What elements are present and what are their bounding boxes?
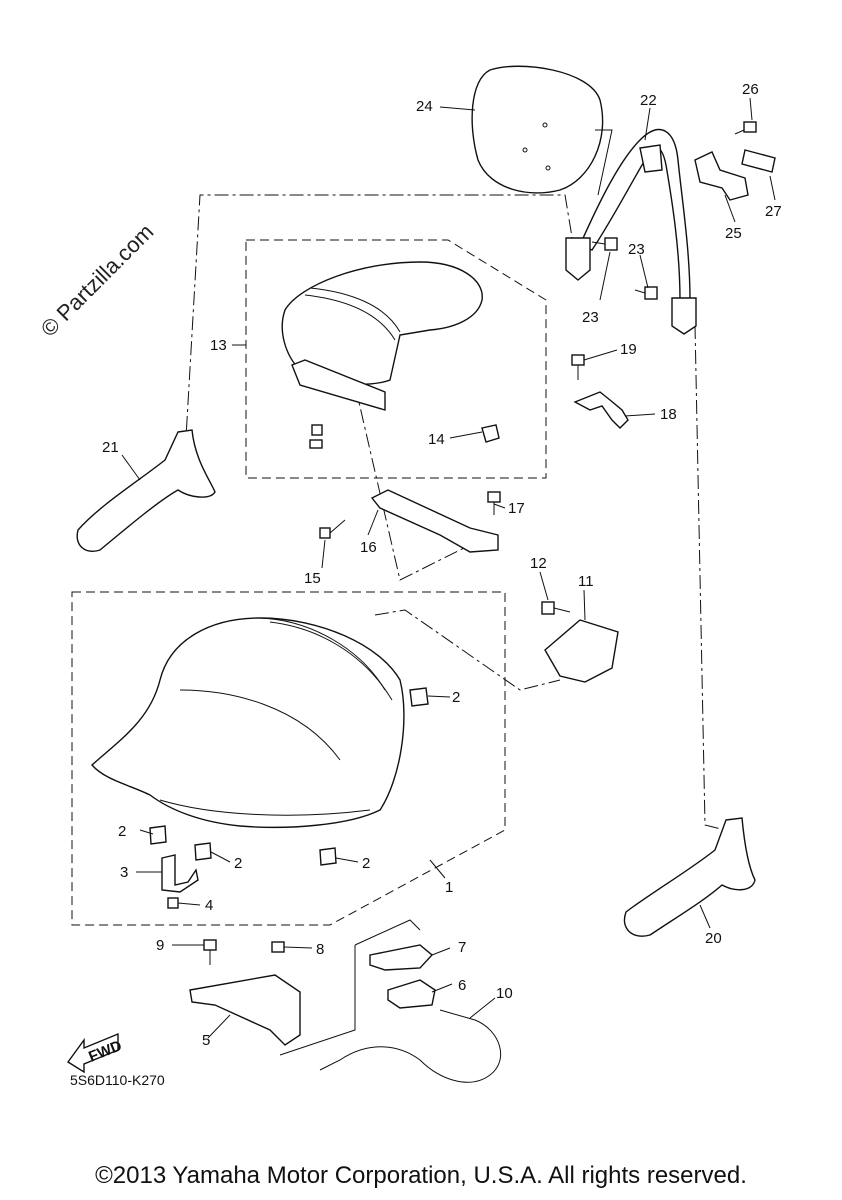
callout-7: 7 [458, 939, 466, 956]
rear-bracket [370, 489, 499, 553]
seat-lock-6 [387, 979, 436, 1009]
callout-2-left: 2 [118, 823, 126, 840]
copyright-notice: ©2013 Yamaha Motor Corporation, U.S.A. A… [95, 1162, 747, 1189]
rear-seat [281, 261, 483, 411]
fwd-arrow-icon: FWD [66, 1032, 124, 1074]
bolt-9 [203, 939, 217, 965]
bolt-19 [571, 354, 585, 380]
small-pad [741, 149, 776, 173]
guide-line-seat [374, 609, 561, 691]
callout-15: 15 [304, 570, 321, 587]
grab-bar-right [623, 817, 756, 937]
backrest-bracket [694, 151, 749, 201]
callout-18: 18 [660, 406, 677, 423]
backrest-pad [471, 65, 613, 196]
nut-4 [167, 897, 179, 909]
main-seat [91, 617, 405, 828]
callout-2-center: 2 [234, 855, 242, 872]
callout-23-right: 23 [628, 241, 645, 258]
guide-line-right [694, 324, 726, 831]
grommet-rear-2 [309, 439, 323, 449]
bolt-15 [319, 519, 346, 539]
callout-10: 10 [496, 985, 513, 1002]
bolt-23-right [634, 286, 658, 300]
bolt-17 [487, 491, 501, 515]
seat-bracket-3 [161, 854, 199, 893]
callout-2-lower: 2 [362, 855, 370, 872]
stay-18 [573, 391, 629, 429]
callout-24: 24 [416, 98, 433, 115]
callout-11: 11 [578, 573, 594, 590]
grommet-2-left [149, 825, 167, 845]
callout-1: 1 [445, 879, 453, 896]
leader-lines [121, 97, 776, 1039]
callout-2-right: 2 [452, 689, 460, 706]
backrest-bar [565, 128, 697, 335]
callout-6: 6 [458, 977, 466, 994]
callout-14: 14 [428, 431, 445, 448]
grab-bar-left [76, 429, 216, 552]
grommet-2-lower [319, 847, 337, 866]
callout-21: 21 [102, 439, 119, 456]
callout-22: 22 [640, 92, 657, 109]
nut-14 [481, 424, 500, 443]
grommet-2-right [409, 687, 429, 707]
rear-seat-group-box [245, 239, 547, 479]
guide-line-seat-lock [279, 919, 421, 1056]
callout-4: 4 [205, 897, 213, 914]
nut-8 [271, 941, 285, 953]
diagram-code: 5S6D110-K270 [70, 1072, 165, 1088]
lock-plate-5 [189, 974, 301, 1046]
fwd-label: FWD [86, 1037, 124, 1066]
grommet-2-center [194, 842, 212, 861]
callout-17: 17 [508, 500, 525, 517]
callout-23-left: 23 [582, 309, 599, 326]
callout-26: 26 [742, 81, 759, 98]
grommet-rear-1 [311, 424, 323, 436]
callout-8: 8 [316, 941, 324, 958]
seat-hook-7 [369, 944, 434, 971]
seat-bracket-11 [544, 619, 619, 683]
guide-line-middle [354, 384, 481, 581]
callout-9: 9 [156, 937, 164, 954]
watermark-text: © Partzilla.com [36, 219, 159, 342]
callout-3: 3 [120, 864, 128, 881]
callout-25: 25 [725, 225, 742, 242]
callout-19: 19 [620, 341, 637, 358]
seat-lock-cable [319, 1009, 502, 1083]
callout-20: 20 [705, 930, 722, 947]
callout-16: 16 [360, 539, 377, 556]
guide-line-left [184, 194, 576, 456]
bolt-12 [541, 601, 571, 615]
main-seat-group-box [71, 591, 506, 926]
bolt-26 [734, 121, 757, 135]
callout-5: 5 [202, 1032, 210, 1049]
bolt-23-left [591, 237, 618, 251]
callout-12: 12 [530, 555, 547, 572]
callout-13: 13 [210, 337, 227, 354]
callout-27: 27 [765, 203, 782, 220]
